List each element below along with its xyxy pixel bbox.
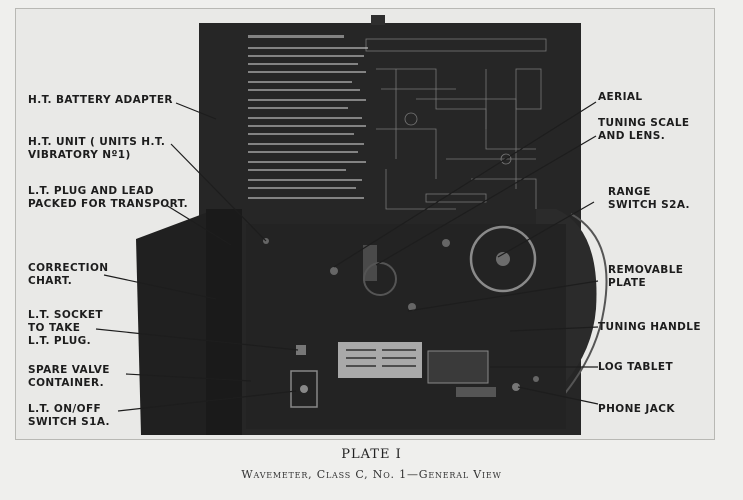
lt-switch-box xyxy=(290,370,318,408)
screw-1 xyxy=(330,267,338,275)
wavemeter-photo xyxy=(95,15,608,435)
range-switch-dial xyxy=(469,225,537,293)
lower-panel-area xyxy=(246,224,566,429)
case-lid-right-edge xyxy=(555,213,608,405)
log-tablet-plate xyxy=(338,342,422,378)
label-ht-battery-adapter: H.T. BATTERY ADAPTER xyxy=(28,94,173,106)
label-tuning-handle: TUNING HANDLE xyxy=(598,321,701,333)
label-range-switch: RANGE SWITCH S2A. xyxy=(608,186,690,211)
plate-number: PLATE I xyxy=(341,447,402,462)
leader-lines xyxy=(95,101,599,412)
phone-jack-socket xyxy=(512,383,520,391)
lt-socket xyxy=(296,345,306,355)
screw-5 xyxy=(533,376,539,382)
log-tablet-lines xyxy=(346,349,416,367)
label-tuning-scale: TUNING SCALE AND LENS. xyxy=(598,117,690,142)
label-lt-socket: L.T. SOCKET TO TAKE L.T. PLUG. xyxy=(28,309,103,347)
plate-caption: Wavemeter, Class C, No. 1—General View xyxy=(241,468,502,481)
label-correction-chart: CORRECTION CHART. xyxy=(28,262,109,287)
lt-switch-toggle xyxy=(300,385,308,393)
panel-top-knob xyxy=(371,15,385,25)
label-spare-valve: SPARE VALVE CONTAINER. xyxy=(28,364,110,389)
label-lt-plug-lead: L.T. PLUG AND LEAD PACKED FOR TRANSPORT. xyxy=(28,185,188,210)
label-aerial: AERIAL xyxy=(598,91,643,103)
circuit-diagram xyxy=(365,38,547,210)
screw-2 xyxy=(442,239,450,247)
plate-frame: H.T. BATTERY ADAPTER H.T. UNIT ( UNITS H… xyxy=(15,8,715,440)
nameplate xyxy=(427,350,489,384)
label-removable-plate: REMOVABLE PLATE xyxy=(608,264,684,289)
label-lt-switch: L.T. ON/OFF SWITCH S1A. xyxy=(28,403,110,428)
instruction-text-block xyxy=(248,35,368,199)
label-ht-unit: H.T. UNIT ( UNITS H.T. VIBRATORY Nº1) xyxy=(28,136,166,161)
label-log-tablet: LOG TABLET xyxy=(598,361,674,373)
serial-plate xyxy=(456,387,496,397)
label-phone-jack: PHONE JACK xyxy=(598,403,675,415)
screw-3 xyxy=(408,303,416,311)
